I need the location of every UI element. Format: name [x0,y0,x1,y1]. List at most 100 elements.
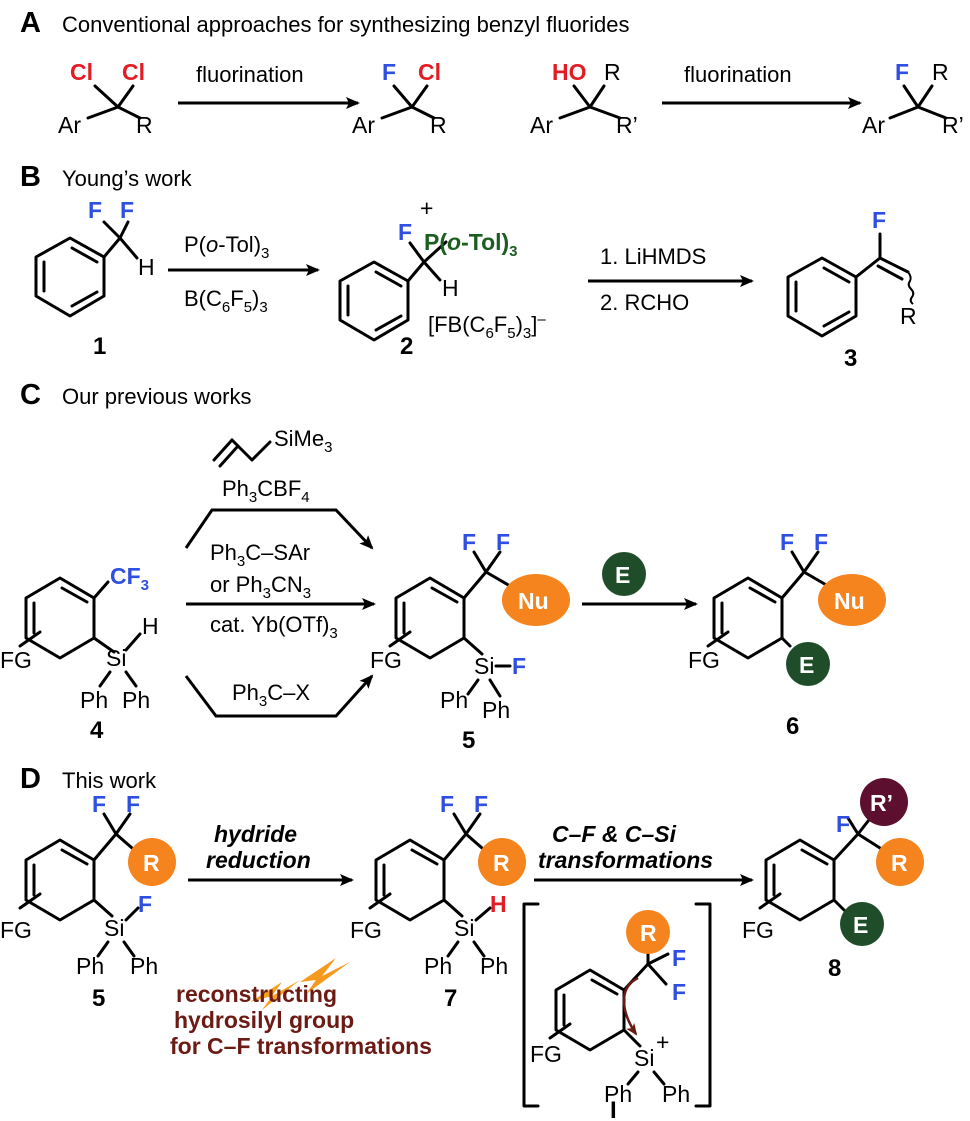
e-label: E [853,912,868,938]
compound-label-7: 7 [444,985,457,1012]
r-group: R [430,112,447,138]
nu-label: Nu [834,588,865,614]
compound-3-structure: F R [786,207,917,338]
f-atom: F [88,197,102,223]
si-atom: Si [454,915,474,941]
r-label: R [891,850,908,876]
intermediate-label-i: I [610,1097,617,1121]
cl-atom: Cl [70,59,93,85]
wavy-bond [907,271,915,305]
phosphonium-group: P(o-Tol)3 [424,229,518,260]
reagent-ph3c-sar: Ph3C–SAr [210,540,310,570]
ph-group: Ph [604,1081,632,1107]
counter-anion: [FB(C6F5)3]– [428,311,546,342]
arrow-d1-line2: reduction [206,847,311,873]
nucleophile-badge [502,574,570,626]
f-atom: F [496,529,510,555]
r-group: R [136,112,153,138]
lightning-icon [250,958,350,1010]
section-c-letter: C [20,379,41,411]
f-atom: F [895,59,909,85]
section-d-title: This work [62,768,157,793]
ph-group: Ph [80,687,108,713]
e-label: E [799,652,814,678]
section-d-letter: D [20,763,41,795]
electrophile-badge [786,642,830,686]
note-line-3: for C–F transformations [170,1033,432,1059]
catalyst-yb-otf3: cat. Yb(OTf)3 [210,612,338,642]
cl-atom: Cl [418,59,441,85]
plus-charge: + [656,1029,669,1055]
h-atom: H [490,891,507,917]
f-atom: F [474,791,488,817]
section-b: B Young’s work F F H 1 P(o-Tol)3 B(C6F5)… [20,161,917,372]
fg-group: FG [742,917,774,943]
fg-group: FG [530,1041,562,1067]
f-atom: F [382,59,396,85]
plus-charge: + [420,195,433,221]
section-b-letter: B [20,161,41,193]
electrophile-badge [840,902,884,946]
compound-8-structure: F R’ R E FG [742,778,924,946]
intermediate-i-structure: R F F Si + Ph Ph FG [522,902,712,1108]
e-label: E [615,562,630,588]
ph-group: Ph [662,1081,690,1107]
si-atom: Si [104,915,124,941]
reagent-ph3cn3: or Ph3CN3 [210,572,311,602]
r-group: R [932,59,949,85]
ph-group: Ph [424,953,452,979]
r-label: R [493,850,510,876]
f-atom: F [120,197,134,223]
section-c-title: Our previous works [62,384,252,409]
allyltrimethylsilane-structure: SiMe3 [212,426,332,468]
r-badge [478,838,526,886]
section-d: D This work F F R Si F Ph Ph FG 5 [0,763,924,1121]
f-atom: F [836,811,850,837]
arrow-c-bottom [184,674,374,718]
section-a-letter: A [20,7,41,39]
cl-atom: Cl [122,59,145,85]
compound-7-structure: F F R Si H Ph Ph FG [350,791,526,979]
r-label: R [143,850,160,876]
ar-group: Ar [530,112,553,138]
f-atom: F [126,791,140,817]
r-badge [128,838,176,886]
r-group: R [604,59,621,85]
arrow-d2-line2: transformations [538,847,713,873]
ph-group: Ph [482,697,510,723]
alcohol-structure: HO R Ar R’ [530,59,638,138]
arrow-d2-line1: C–F & C–Si [552,821,677,847]
bracket-right [694,902,712,1108]
ar-group: Ar [352,112,375,138]
arrow-d1-line1: hydride [214,821,297,847]
step-1-label: 1. LiHMDS [600,244,706,269]
cf3-group: CF3 [110,563,149,594]
ph-group: Ph [480,953,508,979]
compound-5d-structure: F F R Si F Ph Ph FG [0,791,176,979]
note-line-1: reconstructing [176,981,337,1007]
f-atom: F [672,945,686,971]
electrophile-badge [602,552,646,596]
ho-group: HO [552,59,587,85]
r-prime-badge [860,778,908,826]
f-atom: F [872,207,886,233]
compound-label-1: 1 [93,333,106,360]
f-atom: F [92,791,106,817]
nu-label: Nu [518,588,549,614]
dichloride-structure: Cl Cl Ar R [58,59,153,138]
section-a-title: Conventional approaches for synthesizing… [62,12,629,37]
bracket-left [522,902,540,1108]
sime3-group: SiMe3 [274,426,332,456]
reagent-ph3c-x: Ph3C–X [232,680,310,710]
fg-group: FG [688,647,720,673]
compound-label-6: 6 [786,713,799,740]
si-atom: Si [106,645,126,671]
f-atom: F [780,529,794,555]
arrow-a2-label: fluorination [684,62,792,87]
compound-label-2: 2 [400,333,413,360]
ar-group: Ar [58,112,81,138]
r-prime-group: R’ [942,112,964,138]
nucleophile-badge [818,574,886,626]
r-label: R [640,920,657,946]
ar-group: Ar [862,112,885,138]
